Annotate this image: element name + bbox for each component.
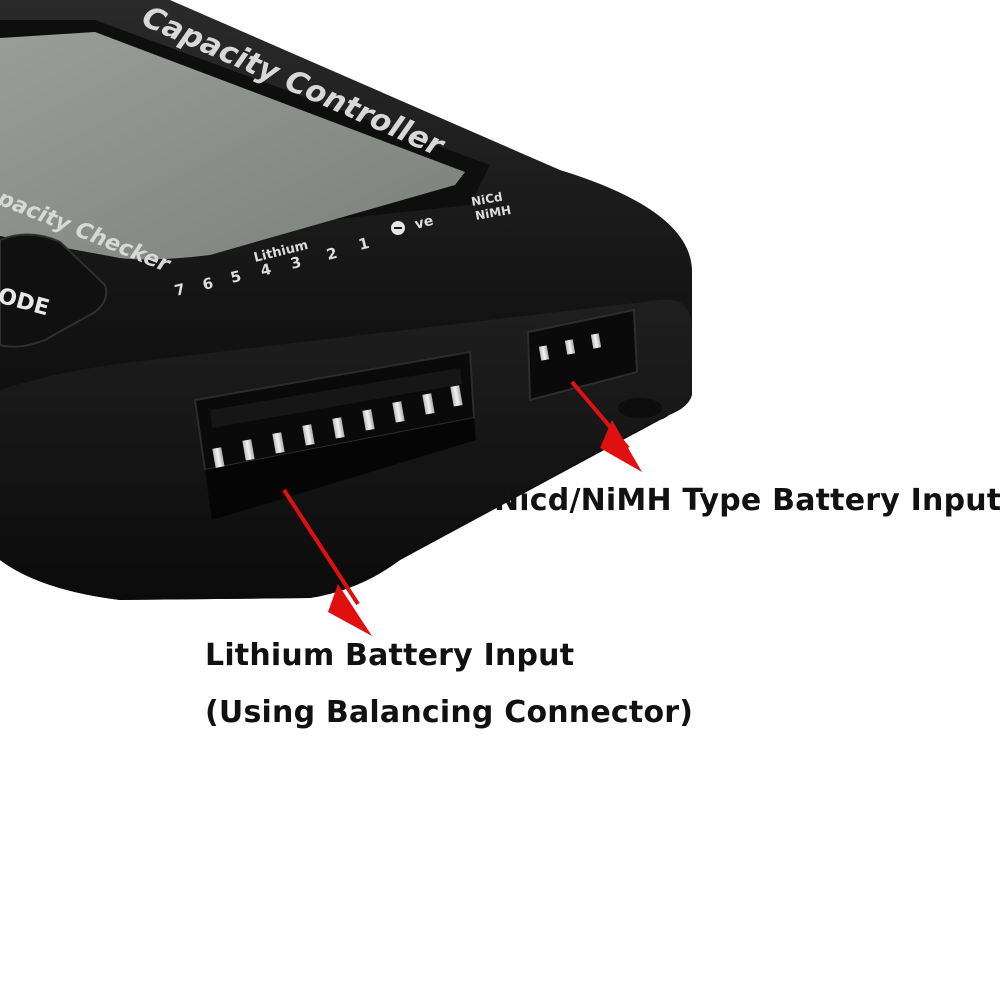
pin-label-2: 2 <box>325 244 339 264</box>
lcd-screen <box>0 32 465 260</box>
pin-label-5: 5 <box>229 267 243 287</box>
lithium-input-callout-note: (Using Balancing Connector) <box>205 695 694 730</box>
arrow-nicd-icon <box>570 380 642 472</box>
pin-label-6: 6 <box>201 274 215 294</box>
nicd-label: NiCd <box>470 190 504 209</box>
pin-label-3: 3 <box>289 253 303 273</box>
pin-label-7: 7 <box>173 280 187 300</box>
pin-label-1: 1 <box>357 234 371 254</box>
arrow-lithium-icon <box>282 488 372 636</box>
nicd-input-callout: Nicd/NiMH Type Battery Input <box>494 483 1000 518</box>
balance-pins <box>212 385 463 469</box>
mode-button: ODE <box>0 233 108 348</box>
nimh-label: NiMH <box>474 203 512 223</box>
device-foot <box>618 398 662 418</box>
lithium-balance-connector <box>193 350 476 520</box>
negative-label: ve <box>413 213 435 233</box>
lithium-input-callout: Lithium Battery Input <box>205 638 575 673</box>
nicd-nimh-connector <box>526 308 639 402</box>
pin-label-4: 4 <box>259 260 273 280</box>
